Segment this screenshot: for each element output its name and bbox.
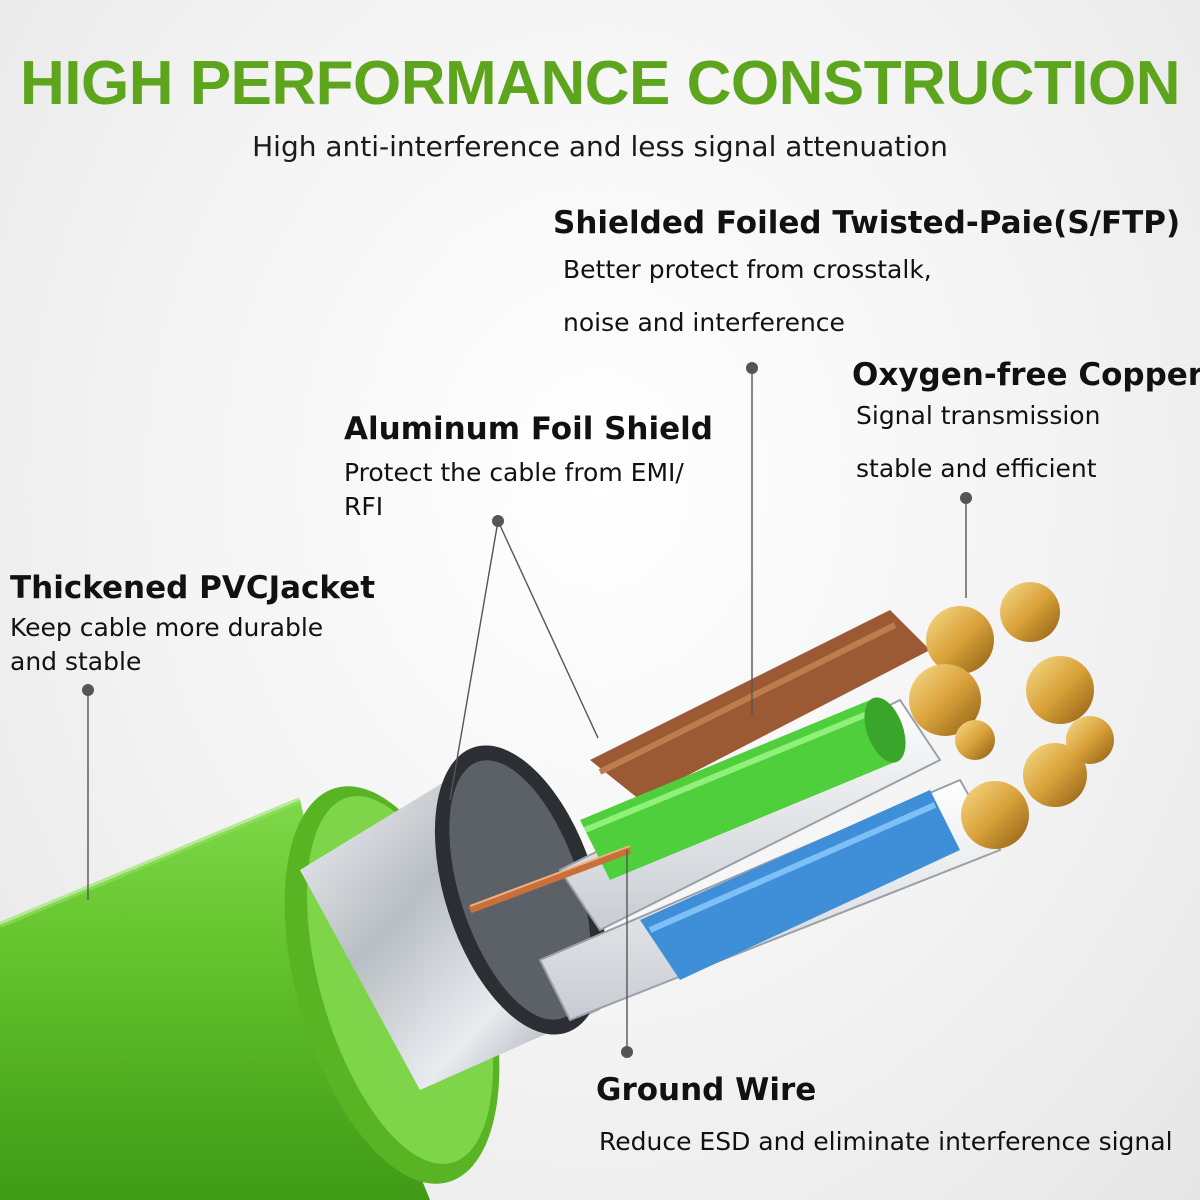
leader-dots — [82, 362, 972, 1058]
page-subtitle: High anti-interference and less signal a… — [252, 130, 948, 163]
callout-ground-desc: Reduce ESD and eliminate interference si… — [599, 1127, 1173, 1157]
callout-foil: Aluminum Foil Shield Protect the cable f… — [344, 411, 724, 524]
callout-sftp-line2: noise and interference — [563, 307, 845, 337]
callout-jacket-desc: Keep cable more durable and stable — [10, 613, 324, 676]
ground-wire — [468, 845, 632, 914]
callout-copper-line1: Signal transmission — [856, 401, 1101, 431]
callout-ground-title: Ground Wire — [596, 1072, 817, 1108]
callout-foil-desc: Protect the cable from EMI/ RFI — [344, 458, 684, 521]
callout-copper: Oxygen-free Copper Signal transmission s… — [852, 357, 1200, 495]
callout-sftp: Shielded Foiled Twisted-Paie(S/FTP) Bett… — [553, 205, 1180, 349]
callout-copper-line2: stable and efficient — [856, 453, 1097, 483]
leader-lines — [87, 368, 967, 1052]
callout-copper-title: Oxygen-free Copper — [852, 357, 1200, 393]
page-title: HIGH PERFORMANCE CONSTRUCTION — [19, 49, 1181, 118]
blue-wire — [640, 790, 960, 980]
callout-sftp-title: Shielded Foiled Twisted-Paie(S/FTP) — [553, 205, 1181, 241]
copper-conductors — [909, 582, 1114, 849]
callout-foil-title: Aluminum Foil Shield — [344, 411, 713, 447]
callout-copper-desc: Signal transmission stable and efficient — [856, 390, 1200, 495]
callout-sftp-line1: Better protect from crosstalk, — [563, 255, 932, 285]
callout-sftp-desc: Better protect from crosstalk, noise and… — [563, 244, 1180, 349]
callout-jacket-title: Thickened PVCJacket — [10, 570, 376, 606]
callout-jacket: Thickened PVCJacket Keep cable more dura… — [10, 570, 375, 679]
callout-ground: Ground Wire Reduce ESD and eliminate int… — [596, 1072, 1173, 1159]
green-wire — [580, 697, 906, 880]
brown-wire — [590, 610, 930, 800]
